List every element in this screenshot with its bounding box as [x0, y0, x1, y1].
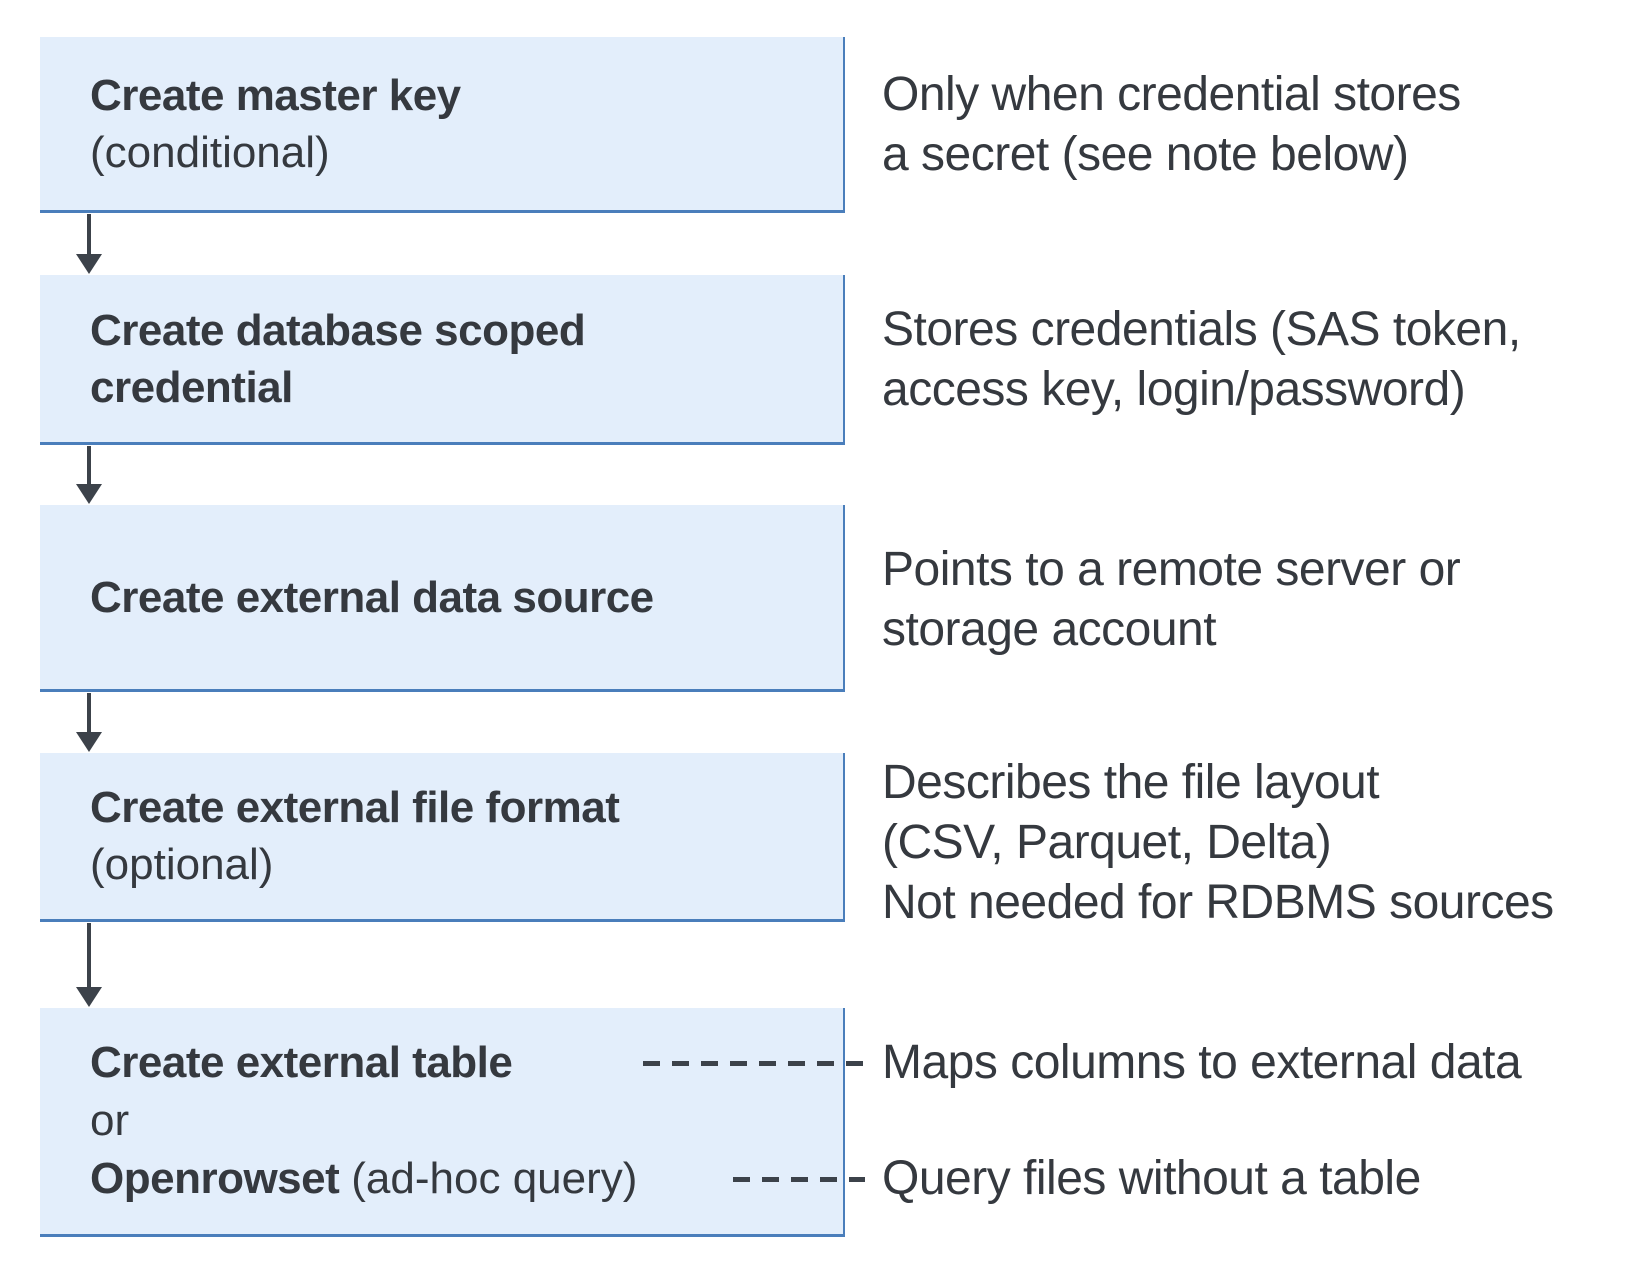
step-box-external-data-source: Create external data source [40, 505, 845, 692]
step-box-create-master-key: Create master key (conditional) [40, 37, 845, 213]
step-subtitle: (conditional) [90, 127, 330, 177]
annotation-line: (CSV, Parquet, Delta) [882, 816, 1332, 869]
annotation-line: access key, login/password) [882, 363, 1466, 416]
annotation-line: a secret (see note below) [882, 128, 1409, 181]
down-arrow-4 [74, 923, 104, 1007]
step-title: Create external file format [90, 783, 620, 832]
step-box-external-file-format: Create external file format (optional) [40, 753, 845, 922]
annotation-line: Not needed for RDBMS sources [882, 876, 1554, 929]
annotation-line: Query files without a table [882, 1152, 1421, 1205]
dashed-connector-openrowset [733, 1177, 865, 1182]
arrow-head-icon [76, 254, 102, 274]
step-title-external-table: Create external table [90, 1038, 513, 1087]
arrow-shaft [87, 214, 91, 256]
arrow-shaft [87, 923, 91, 989]
annotation-line: Maps columns to external data [882, 1036, 1522, 1089]
arrow-shaft [87, 446, 91, 486]
step-or-label: or [90, 1096, 130, 1145]
annotation-openrowset: Query files without a table [882, 1149, 1421, 1209]
step-openrowset-qualifier: (ad-hoc query) [351, 1154, 638, 1203]
step-title-openrowset: Openrowset [90, 1154, 340, 1203]
annotation-external-table: Maps columns to external data [882, 1033, 1522, 1093]
annotation-line: Only when credential stores [882, 68, 1461, 121]
annotation-line: Stores credentials (SAS token, [882, 303, 1521, 356]
arrow-shaft [87, 693, 91, 734]
step-title: Create external data source [90, 572, 654, 622]
step-title: Create master key [90, 70, 461, 120]
step-box-external-table-or-openrowset: Create external table or Openrowset(ad-h… [40, 1008, 845, 1237]
step-subtitle: (optional) [90, 840, 274, 889]
step-title-openrowset-line: Openrowset(ad-hoc query) [90, 1150, 813, 1208]
arrow-head-icon [76, 484, 102, 504]
annotation-line: storage account [882, 603, 1217, 656]
step-title: Create database scoped credential [90, 305, 586, 412]
dashed-connector-external-table [643, 1061, 867, 1066]
down-arrow-1 [74, 214, 104, 274]
arrow-head-icon [76, 987, 102, 1007]
annotation-master-key: Only when credential stores a secret (se… [882, 65, 1461, 185]
arrow-head-icon [76, 732, 102, 752]
down-arrow-2 [74, 446, 104, 504]
down-arrow-3 [74, 693, 104, 752]
annotation-credential: Stores credentials (SAS token, access ke… [882, 300, 1521, 420]
annotation-line: Points to a remote server or [882, 543, 1461, 596]
annotation-line: Describes the file layout [882, 756, 1380, 809]
step-box-database-scoped-credential: Create database scoped credential [40, 275, 845, 445]
annotation-data-source: Points to a remote server or storage acc… [882, 540, 1461, 660]
annotation-file-format: Describes the file layout (CSV, Parquet,… [882, 753, 1554, 933]
